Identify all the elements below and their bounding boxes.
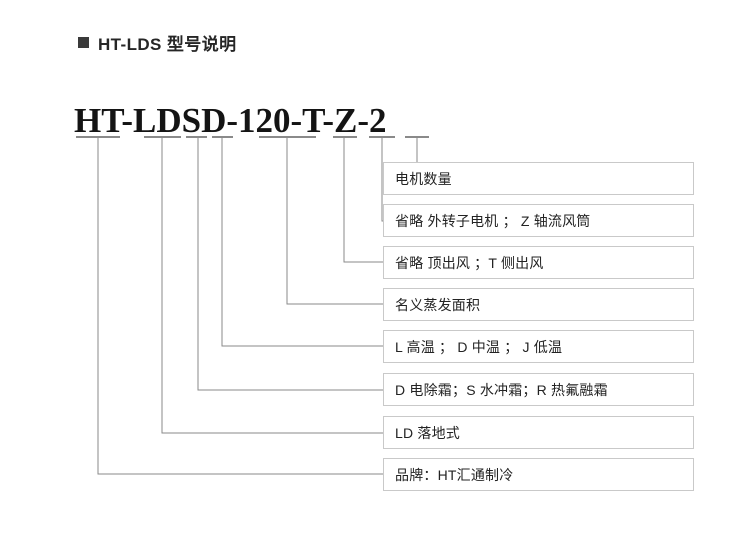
description-label: 省略 外转子电机 ； Z 轴流风筒: [395, 212, 591, 229]
description-box-brand: 品牌：HT汇通制冷: [383, 458, 694, 491]
description-label: 名义蒸发面积: [395, 296, 481, 313]
description-label: 品牌：HT汇通制冷: [395, 466, 514, 483]
page-title: HT-LDS 型号说明: [98, 35, 237, 54]
description-box-defrost: D 电除霜；S 水冲霜；R 热氟融霜: [383, 373, 694, 406]
model-number: HT-LDSD-120-T-Z-2: [74, 101, 387, 140]
description-label: 省略 顶出风 ；T 侧出风: [395, 254, 544, 271]
description-label: 电机数量: [395, 170, 452, 187]
square-bullet-icon: [78, 37, 89, 48]
description-box-motor-count: 电机数量: [383, 162, 694, 195]
description-label: L 高温 ； D 中温 ； J 低温: [395, 338, 563, 355]
description-label: D 电除霜；S 水冲霜；R 热氟融霜: [395, 381, 608, 398]
description-box-type: LD 落地式: [383, 416, 694, 449]
description-box-air-outlet: 省略 顶出风 ；T 侧出风: [383, 246, 694, 279]
diagram-header: HT-LDS 型号说明: [78, 30, 237, 55]
description-label: LD 落地式: [395, 424, 460, 441]
description-box-fan-motor: 省略 外转子电机 ； Z 轴流风筒: [383, 204, 694, 237]
description-box-area: 名义蒸发面积: [383, 288, 694, 321]
description-box-temperature: L 高温 ； D 中温 ； J 低温: [383, 330, 694, 363]
